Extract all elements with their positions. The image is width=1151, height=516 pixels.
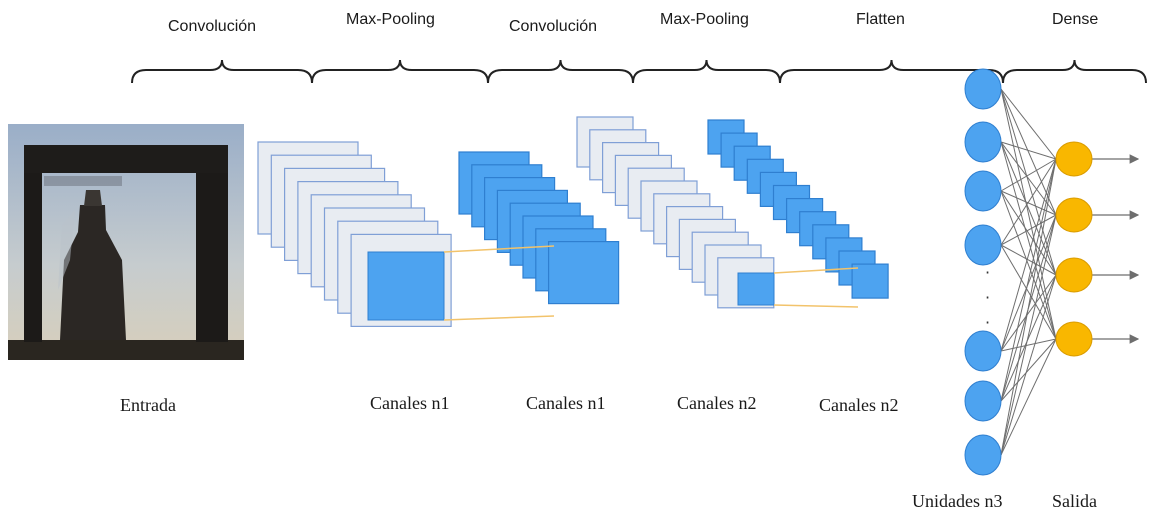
connector-line [443,315,555,321]
dense-edge [1000,141,1057,216]
dense-edge [1000,88,1057,340]
output-unit [1055,141,1093,177]
dense-edge [1000,88,1057,276]
stage-label-flatten: Flatten [856,11,905,28]
dense-edge [1000,214,1057,352]
dense-edge [1000,141,1057,160]
dense-edge [1000,190,1057,340]
connector-line [773,304,859,308]
ellipsis-dot: · [985,263,991,282]
dense-edge [1000,338,1057,352]
caption-input: Entrada [120,395,176,415]
dense-edge [1000,158,1057,246]
connector-line [443,245,555,253]
caption-output: Salida [1052,491,1097,511]
ellipsis-dot: · [985,313,991,332]
stage-label-maxpooling-1: Max-Pooling [346,11,435,28]
dense-edge [1000,88,1057,216]
dense-edge [1000,158,1057,456]
feature-maps [257,116,889,327]
feature-map-pool1 [547,241,620,305]
caption-block2: Canales n1 [526,393,606,413]
dense-edge [1000,338,1057,456]
stage-label-dense: Dense [1052,11,1099,28]
receptive-field-connectors [443,245,859,321]
dense-connections [1000,88,1140,456]
stage-label-maxpooling-2: Max-Pooling [660,11,749,28]
dense-edge [1000,158,1057,352]
hidden-unit [964,330,1002,372]
stage-braces [131,59,1147,84]
dense-edge [1000,244,1057,276]
receptive-patch-2 [737,272,775,306]
dense-edge [1000,214,1057,246]
output-unit [1055,197,1093,233]
output-unit [1055,257,1093,293]
neurons [964,68,1093,476]
feature-map-pool2 [851,263,889,299]
dense-edge [1000,274,1057,456]
hidden-unit [964,68,1002,110]
hidden-unit [964,121,1002,163]
hidden-unit [964,434,1002,476]
input-image [8,124,244,360]
caption-block3: Canales n2 [677,393,757,413]
dense-edge [1000,338,1057,402]
connector-line [773,267,859,274]
hidden-unit [964,380,1002,422]
dense-edge [1000,214,1057,456]
stage-label-convolution-1: Convolución [168,18,257,35]
stage-brace [311,59,489,84]
caption-hidden-units: Unidades n3 [912,491,1003,511]
stage-brace [1002,59,1147,84]
dense-edge [1000,274,1057,352]
dense-edge [1000,190,1057,276]
stage-brace [131,59,313,84]
dense-edge [1000,274,1057,402]
ellipsis-dot: · [985,288,991,307]
caption-block4: Canales n2 [819,395,899,415]
dense-edge [1000,158,1057,192]
output-unit [1055,321,1093,357]
dense-edge [1000,158,1057,402]
receptive-patch-1 [367,251,445,321]
dense-edge [1000,88,1057,160]
dense-edge [1000,244,1057,340]
hidden-unit [964,170,1002,212]
stage-label-convolution-2: Convolución [509,18,598,35]
hidden-unit [964,224,1002,266]
stage-brace [779,59,1004,84]
stage-brace [632,59,781,84]
caption-block1: Canales n1 [370,393,450,413]
stage-brace [487,59,634,84]
